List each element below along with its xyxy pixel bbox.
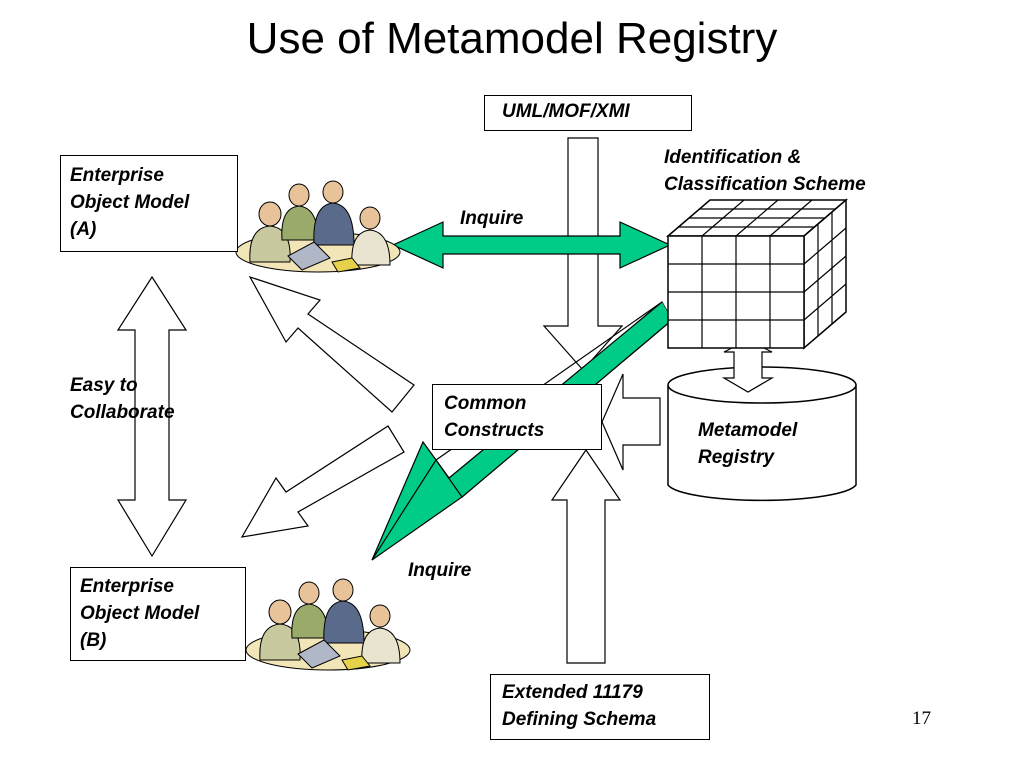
arrow-to-eom-b bbox=[240, 425, 405, 538]
easy-to-collaborate-label: Easy to Collaborate bbox=[70, 375, 175, 423]
cube-registry-double-arrow bbox=[721, 339, 775, 393]
inquire-bottom-diagonal-head bbox=[371, 458, 463, 561]
inquire-top-double-arrow bbox=[391, 221, 672, 269]
metamodel-registry-cylinder bbox=[667, 366, 857, 502]
classification-cube bbox=[665, 198, 849, 350]
eom-a-label: Enterprise Object Model (A) bbox=[70, 165, 190, 240]
collaborate-double-arrow bbox=[116, 275, 188, 558]
arrow-extended-to-common bbox=[550, 448, 622, 664]
common-constructs-box bbox=[432, 384, 602, 450]
identification-scheme-label: Identification & Classification Scheme bbox=[664, 147, 866, 195]
eom-a-box bbox=[60, 155, 238, 252]
arrow-to-eom-a bbox=[248, 275, 415, 413]
extended-schema-label: Extended 11179 Defining Schema bbox=[502, 682, 657, 730]
team-illustration-b bbox=[245, 578, 411, 671]
arrow-registry-to-common bbox=[601, 373, 661, 471]
inquire-top-label: Inquire bbox=[460, 208, 524, 229]
metamodel-registry-label: Metamodel Registry bbox=[698, 420, 798, 468]
eom-b-box bbox=[70, 567, 246, 661]
eom-b-label: Enterprise Object Model (B) bbox=[80, 576, 200, 651]
uml-mof-xmi-label: UML/MOF/XMI bbox=[502, 101, 630, 122]
uml-mof-xmi-box bbox=[484, 95, 692, 131]
common-constructs-label: Common Constructs bbox=[444, 393, 545, 441]
extended-schema-box bbox=[490, 674, 710, 740]
slide-title: Use of Metamodel Registry bbox=[246, 14, 778, 63]
inquire-bottom-label: Inquire bbox=[408, 560, 472, 581]
team-illustration-a bbox=[235, 180, 401, 273]
page-number: 17 bbox=[912, 708, 931, 729]
